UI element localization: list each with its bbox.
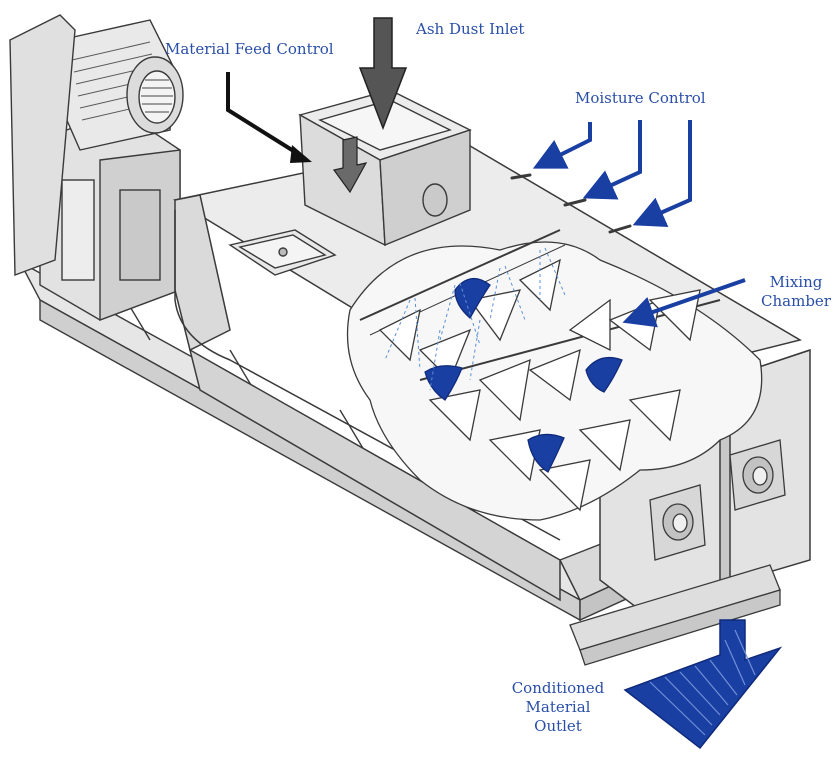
mixing-chamber-label: Mixing Chamber [761,273,831,310]
outlet-chute [569,564,781,666]
feed-flow-arrow [332,136,368,194]
moisture-control-label: Moisture Control [575,89,706,107]
ash-dust-inlet-arrow [358,17,408,131]
feed-hopper [228,89,472,276]
motor-assembly [9,14,184,322]
moisture-pipes [510,173,632,234]
bearing-housings [649,439,786,561]
ash-dust-inlet-label: Ash Dust Inlet [416,20,525,38]
material-feed-control-label: Material Feed Control [165,40,334,58]
mixing-chamber-arrow [622,278,746,328]
feed-control-pointer [226,72,302,157]
outlet-discharge-arrow [623,619,783,750]
conditioned-material-outlet-label: Conditioned Material Outlet [511,679,605,735]
moisture-control-arrows [532,120,692,227]
